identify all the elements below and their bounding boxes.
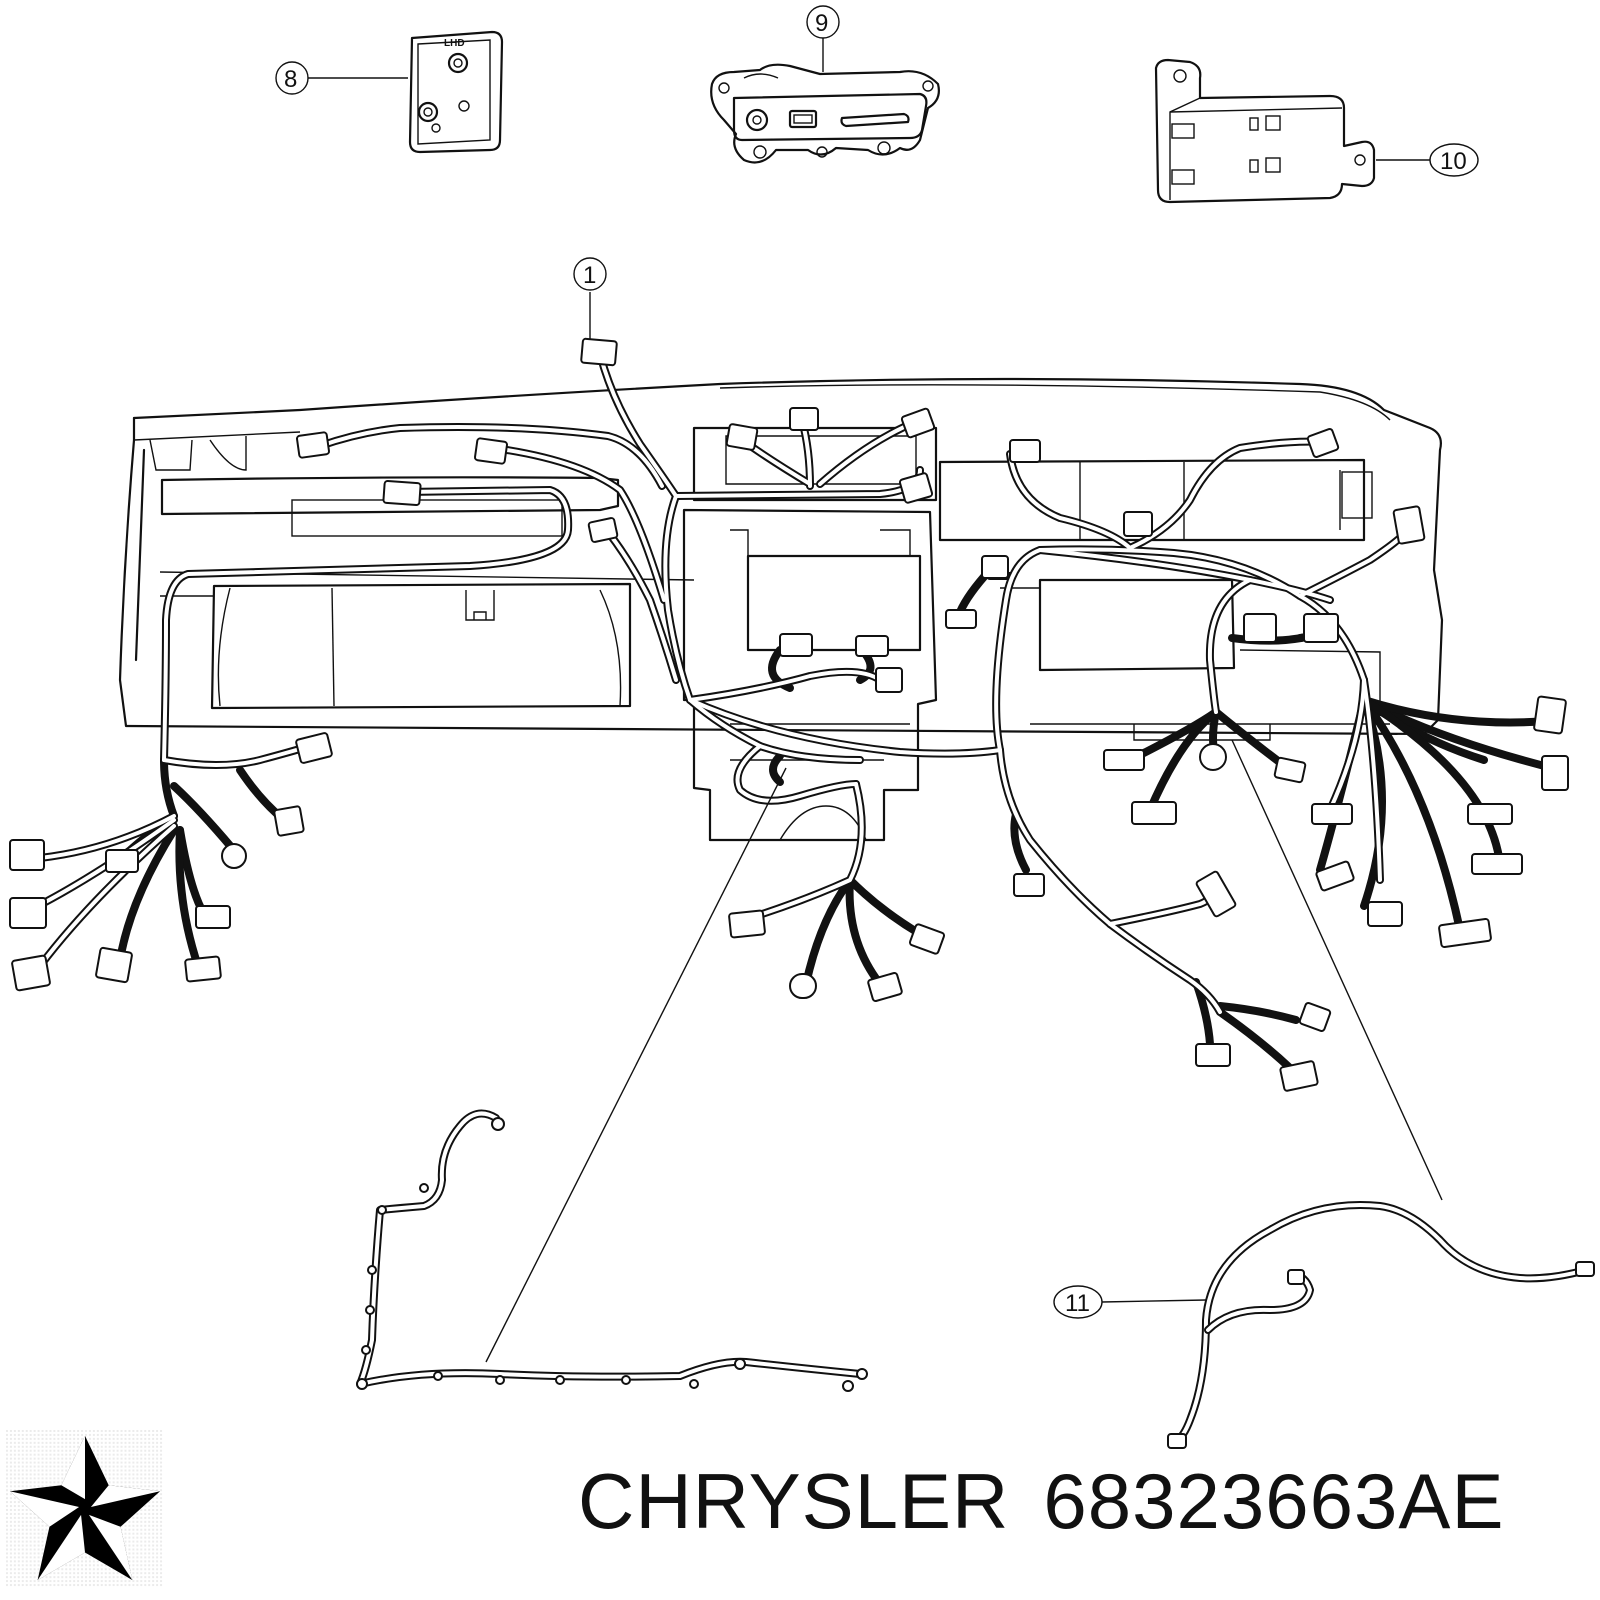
part-11-jumper bbox=[1167, 1201, 1595, 1449]
lhd-marking: LHD bbox=[444, 38, 465, 49]
svg-text:8: 8 bbox=[284, 66, 297, 93]
harness-connectors bbox=[9, 337, 1569, 1092]
harness-wires-inner bbox=[28, 352, 1410, 1014]
svg-text:1: 1 bbox=[583, 262, 596, 289]
callout-8: 8 bbox=[275, 61, 309, 95]
brand-name: CHRYSLER bbox=[578, 1457, 1010, 1545]
svg-text:11: 11 bbox=[1065, 1290, 1090, 1317]
svg-text:10: 10 bbox=[1440, 148, 1467, 175]
callout-11: 11 bbox=[1053, 1285, 1103, 1319]
jumper-harness-left bbox=[356, 1109, 868, 1392]
callout-9: 9 bbox=[806, 5, 840, 39]
part-10-module bbox=[1154, 58, 1376, 204]
chrysler-pentastar-icon bbox=[6, 1430, 164, 1588]
svg-text:9: 9 bbox=[815, 10, 828, 37]
part-9-media-hub bbox=[710, 63, 940, 164]
callout-1: 1 bbox=[573, 257, 607, 291]
part-8-bracket: LHD bbox=[408, 30, 504, 154]
callout-10: 10 bbox=[1429, 143, 1479, 177]
part-number: 68323663AE bbox=[1043, 1457, 1505, 1545]
